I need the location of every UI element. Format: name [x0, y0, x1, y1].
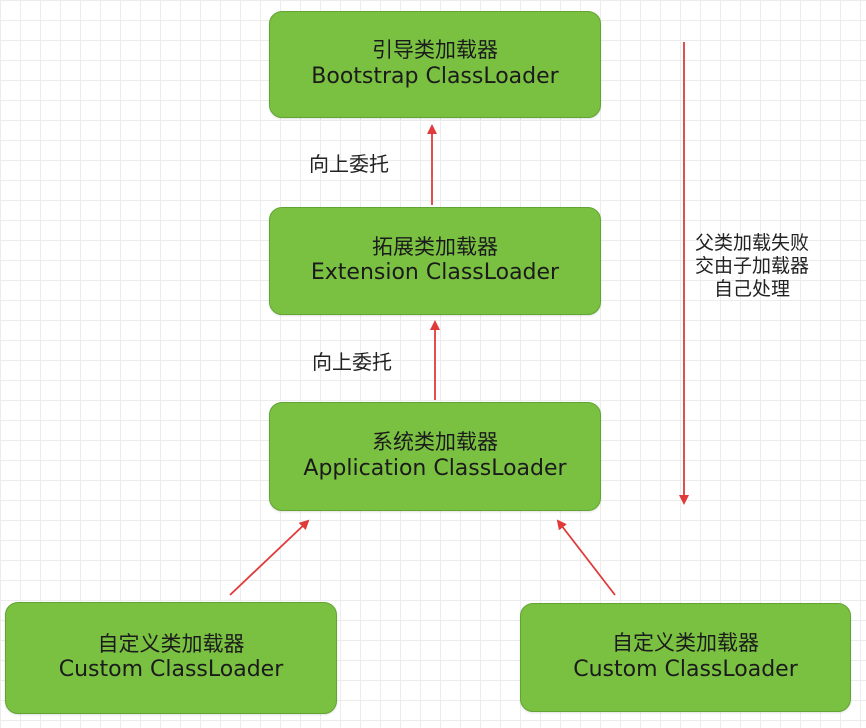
- node-title-en: Application ClassLoader: [303, 455, 567, 481]
- node-title-cn: 系统类加载器: [372, 430, 498, 455]
- note-line: 父类加载失败: [694, 232, 809, 254]
- node-title-en: Extension ClassLoader: [310, 260, 560, 286]
- node-title-en: Custom ClassLoader: [573, 656, 798, 682]
- arrow-custom-left-to-app: [229, 519, 310, 596]
- node-title-cn: 引导类加载器: [372, 38, 498, 63]
- bootstrap-classloader-node: 引导类加载器 Bootstrap ClassLoader: [269, 11, 601, 118]
- node-title-cn: 自定义类加载器: [97, 631, 245, 656]
- node-title-en: Bootstrap ClassLoader: [311, 63, 559, 89]
- node-title-cn: 自定义类加载器: [612, 631, 759, 656]
- node-title-cn: 拓展类加载器: [372, 234, 498, 259]
- custom-classloader-node-right: 自定义类加载器 Custom ClassLoader: [520, 603, 851, 712]
- note-line: 交由子加载器: [694, 255, 809, 278]
- edge-label-delegate-up: 向上委托: [312, 350, 392, 374]
- arrow-custom-right-to-app: [556, 519, 616, 596]
- edge-label-delegate-up: 向上委托: [309, 152, 389, 176]
- failure-fallback-note: 父类加载失败 交由子加载器 自己处理: [687, 232, 817, 302]
- custom-classloader-node-left: 自定义类加载器 Custom ClassLoader: [5, 602, 337, 714]
- note-line: 自己处理: [713, 278, 790, 301]
- application-classloader-node: 系统类加载器 Application ClassLoader: [269, 402, 601, 511]
- node-title-en: Custom ClassLoader: [58, 657, 284, 683]
- extension-classloader-node: 拓展类加载器 Extension ClassLoader: [269, 207, 601, 315]
